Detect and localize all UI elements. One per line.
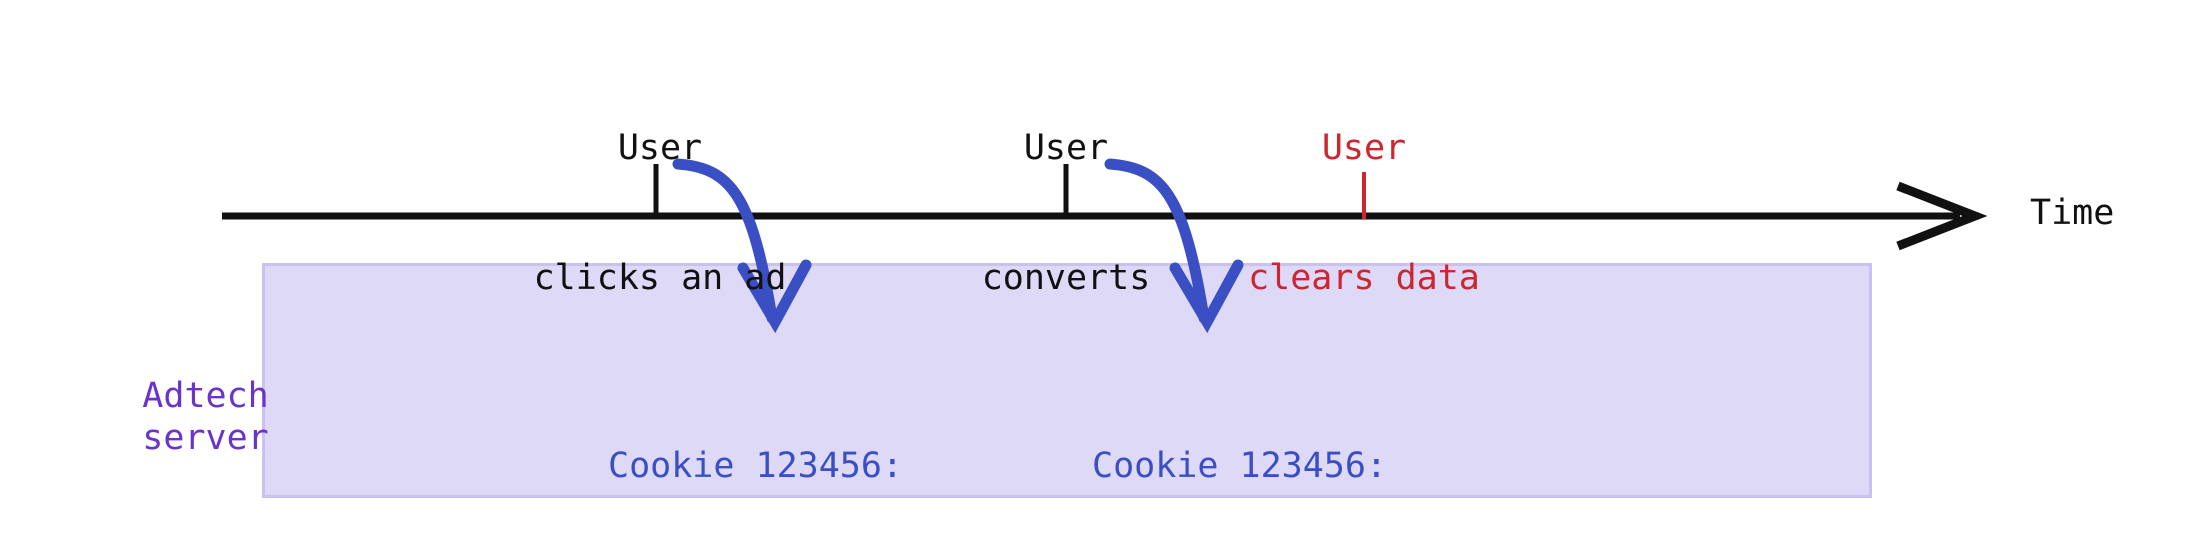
arrow-ad-click-to-log	[672, 158, 812, 334]
adtech-server-label: Adtech server	[58, 332, 268, 503]
event-label-ad-click-line2: clicks an ad	[533, 257, 787, 298]
event-label-clear-data: User clears data	[1174, 40, 1554, 387]
event-label-conversion: User converts	[876, 40, 1256, 387]
adtech-server-label-line2: server	[142, 418, 269, 459]
event-label-clear-data-line2: clears data	[1248, 257, 1480, 298]
timeline-arrowhead-icon	[1896, 181, 1988, 251]
event-label-clear-data-line1: User	[1321, 127, 1407, 168]
axis-title-time: Time	[2030, 193, 2115, 233]
log-entry-ad-clicked-line1: Cookie 123456:	[608, 446, 904, 487]
log-entry-ad-clicked: Cookie 123456: Ad clicked	[608, 356, 903, 534]
adtech-server-label-line1: Adtech	[142, 375, 269, 416]
log-entry-converted-line1: Cookie 123456:	[1092, 446, 1388, 487]
log-entry-converted: Cookie 123456: Converted	[1092, 356, 1387, 534]
arrow-conversion-to-log	[1104, 158, 1244, 334]
event-label-conversion-line1: User	[1023, 127, 1109, 168]
event-label-ad-click: User clicks an ad	[450, 40, 870, 387]
event-label-ad-click-line1: User	[617, 127, 703, 168]
event-label-conversion-line2: converts	[981, 257, 1151, 298]
adtech-server-box	[262, 263, 1872, 498]
